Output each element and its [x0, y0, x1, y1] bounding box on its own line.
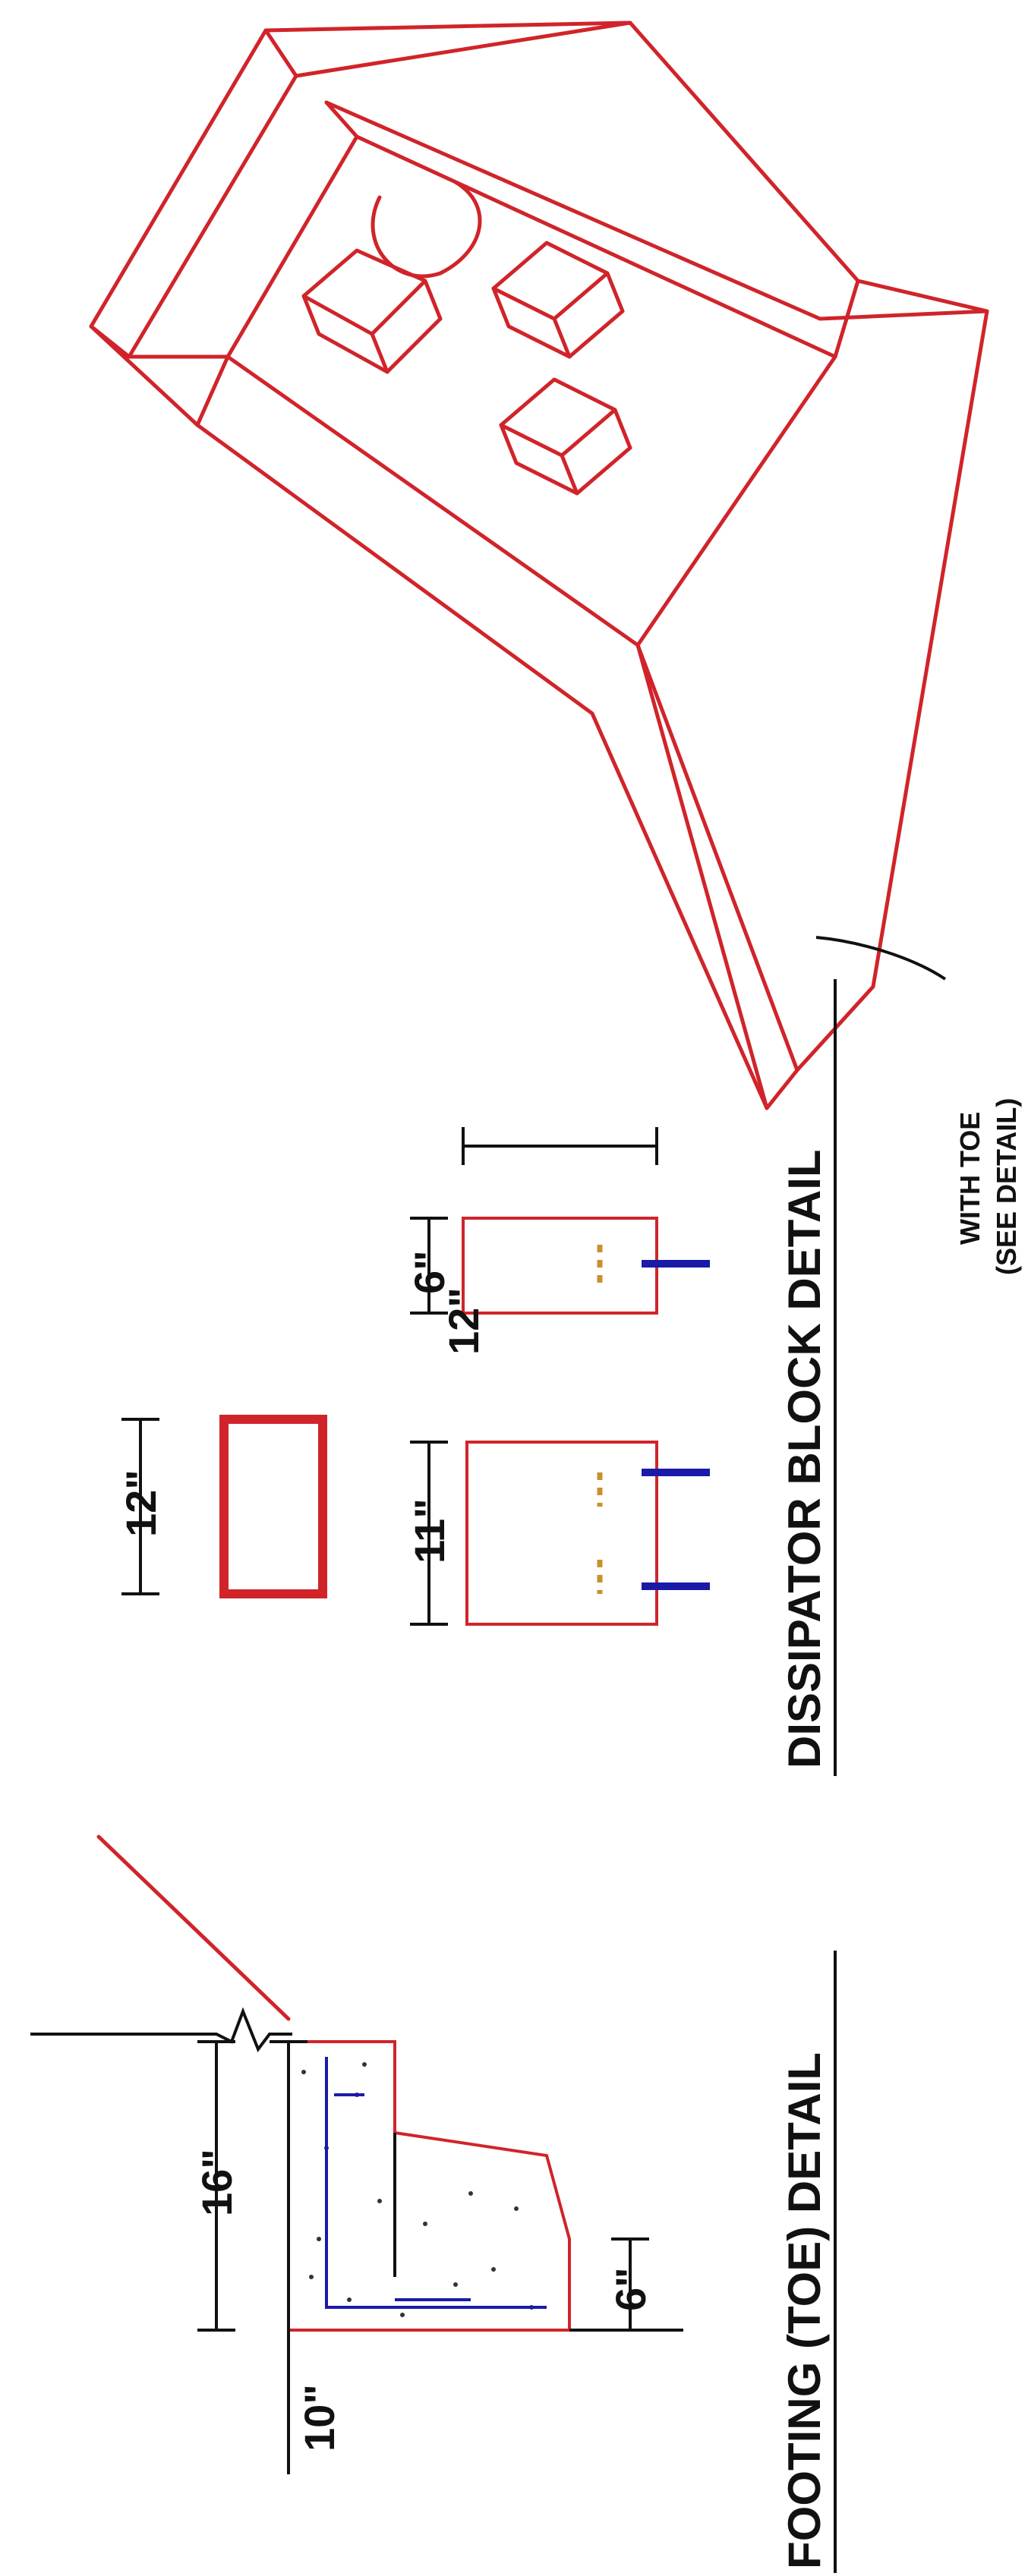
dim-total-height: 16": [193, 2149, 241, 2216]
iso-back-wall: [324, 100, 989, 321]
iso-block-3: [499, 377, 632, 496]
footing-toe-detail: [30, 1834, 837, 2573]
footing-detail-title: FOOTING (TOE) DETAIL: [779, 2052, 830, 2569]
iso-top-rim: [89, 28, 298, 359]
iso-note-leader: [815, 936, 947, 981]
dim-side-height: 12": [440, 1287, 487, 1355]
block-plan-view: [219, 1415, 327, 1598]
iso-outer-outline: [89, 20, 989, 1110]
iso-note-line2: (SEE DETAIL): [991, 1098, 1022, 1275]
block-side-elevation: [462, 1217, 658, 1315]
iso-note-line1: WITH TOE: [954, 1112, 985, 1245]
dim-plan-width: 12": [117, 1469, 165, 1537]
iso-block-2: [491, 241, 625, 359]
block-front-elevation: [465, 1441, 658, 1626]
dim-upper-height: 10": [295, 2384, 343, 2452]
dim-front-width: 11": [405, 1498, 453, 1564]
iso-floor: [195, 354, 799, 1072]
dissipator-detail-title: DISSIPATOR BLOCK DETAIL: [779, 1149, 830, 1768]
dim-toe-width: 6": [607, 2267, 654, 2311]
iso-note: WITH TOE (SEE DETAIL): [954, 1098, 1022, 1275]
isometric-basin-view: [89, 20, 989, 1110]
iso-pipe-opening: [371, 180, 482, 279]
iso-block-1: [301, 248, 443, 374]
dissipator-block-detail: [121, 979, 837, 1776]
concrete-stipple: [301, 2062, 534, 2317]
footing-rebar: [325, 2057, 547, 2309]
dim-side-width: 6": [405, 1250, 453, 1294]
footing-outline: [287, 2040, 571, 2332]
